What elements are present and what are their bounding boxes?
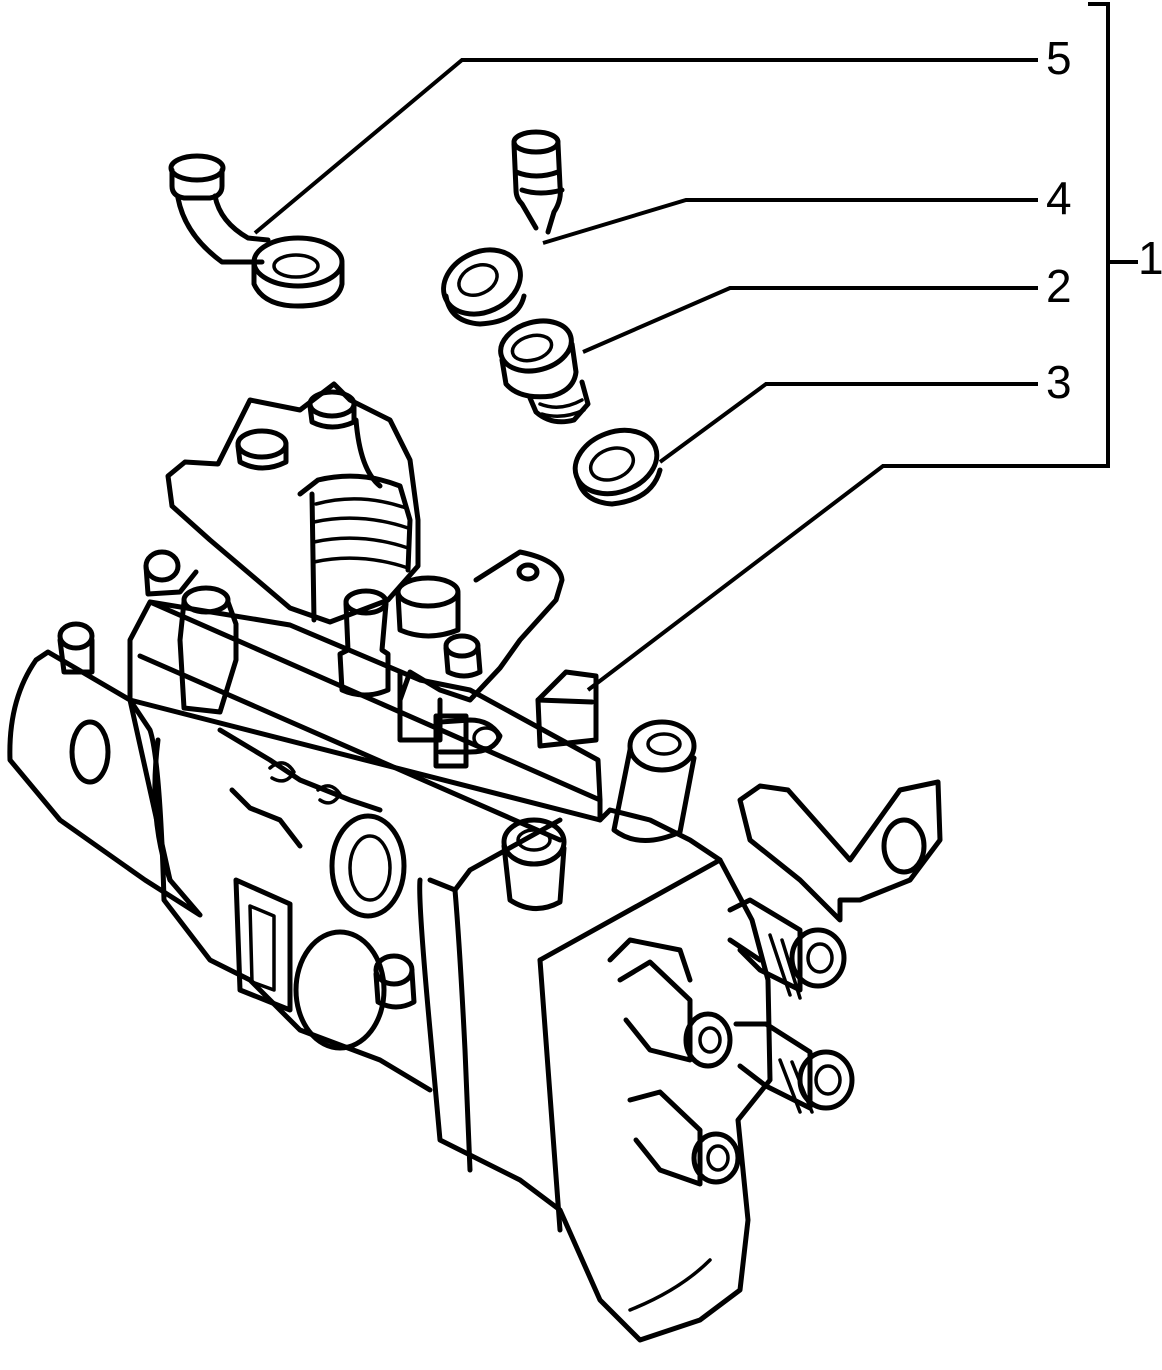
outlet-fittings <box>607 897 855 1187</box>
leader-lines <box>253 2 1138 692</box>
leader-item-2 <box>582 286 1038 354</box>
part-1-injection-pump <box>7 381 943 1343</box>
part-5-banjo-pipe <box>168 153 345 309</box>
callout-1: 1 <box>1138 232 1162 284</box>
leader-item-3 <box>658 382 1038 464</box>
callout-5: 5 <box>1046 32 1072 84</box>
part-2-banjo-bolt <box>498 318 591 425</box>
bracket-item-1 <box>586 2 1110 692</box>
leader-item-5 <box>253 58 1038 235</box>
callout-3: 3 <box>1046 356 1072 408</box>
part-3-sealing-washer <box>572 427 663 507</box>
callout-2: 2 <box>1046 260 1072 312</box>
part-4-banjo-pipe <box>441 129 565 327</box>
leader-item-4 <box>542 198 1038 245</box>
callout-4: 4 <box>1046 172 1072 224</box>
